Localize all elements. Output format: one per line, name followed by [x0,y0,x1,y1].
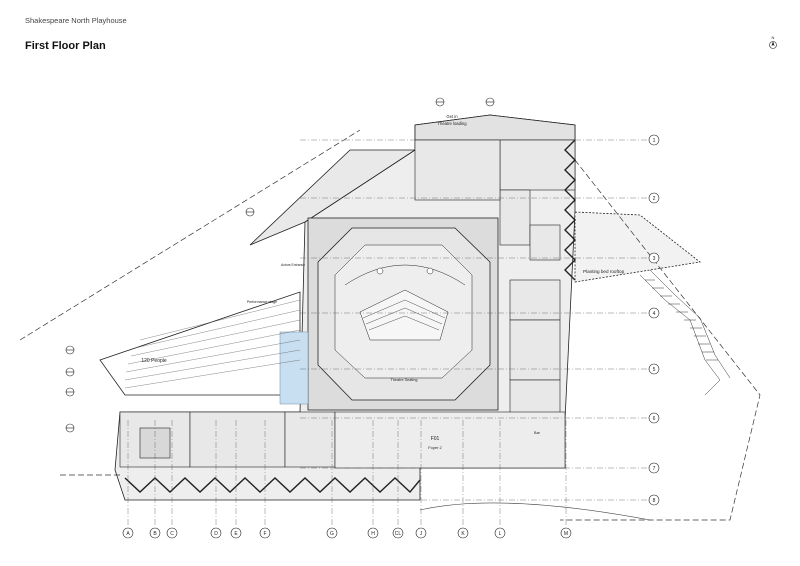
page-title: First Floor Plan [25,40,106,52]
grid-bubble-row-2: 2 [648,192,660,204]
grid-bubble-col-h: H [367,527,379,539]
grid-label-row: 1 [653,138,656,144]
external-stairs [639,269,731,396]
north-arrow-icon: N [769,35,777,49]
grid-label-col: M [564,531,568,537]
grid-bubble-col-cl: CL [392,527,404,539]
facade-zigzag-bottom [124,477,421,494]
grid-bubble-row-1: 1 [648,134,660,146]
grid-bubble-row-7: 7 [648,462,660,474]
grid-label-col: F [263,531,266,537]
grid-bubble-col-g: G [326,527,338,539]
glazed-area [279,331,309,405]
grid-label-row: 4 [653,311,656,317]
grid-label-col: L [499,531,502,537]
grid-bubble-col-f: F [259,527,271,539]
theatre-auditorium [307,217,499,411]
seating-rake [124,299,301,389]
grid-label-row: 3 [653,256,656,262]
grid-bubble-col-b: B [149,527,161,539]
label-foyer-name: Foyer 2 [428,445,442,450]
grid-label-row: 6 [653,416,656,422]
structural-grid [127,139,648,526]
grid-label-row: 7 [653,466,656,472]
grid-label-col: H [371,531,375,537]
label-seating-capacity: 120 People [141,358,167,364]
grid-label-col: G [330,531,334,537]
label-theatre-seating: Theatre Seating [390,378,417,382]
grid-label-col: A [126,531,130,537]
right-wing-rooms [414,139,576,416]
label-theatre-loading: Theatre loading [437,121,467,126]
label-foyer-code: F01 [431,436,440,442]
grid-bubble-col-d: D [210,527,222,539]
site-boundary [19,129,761,521]
grid-bubble-col-l: L [494,527,506,539]
grid-bubble-col-m: M [560,527,572,539]
grid-label-col: D [214,531,218,537]
grid-label-col: J [420,531,423,537]
stage-apron [359,289,449,341]
grid-bubble-col-e: E [230,527,242,539]
grid-label-col: B [153,531,157,537]
loading-dock [414,114,576,141]
label-get-in: Get in [446,114,458,119]
grid-bubble-row-3: 3 [648,252,660,264]
grid-label-col: CL [395,531,402,537]
north-label: N [772,35,775,40]
grid-label-row: 8 [653,498,656,504]
grid-bubble-col-j: J [415,527,427,539]
label-bar: Bar [534,431,541,435]
facade-zigzag-right [564,139,576,281]
grid-label-col: E [234,531,238,537]
grid-label-col: C [170,531,174,537]
label-actors-entrance: Actors Entrance [281,263,305,267]
grid-label-row: 5 [653,367,656,373]
grid-bubble-col-k: K [457,527,469,539]
grid-bubble-row-8: 8 [648,494,660,506]
lower-wing-rooms [119,411,566,469]
grid-bubble-col-c: C [166,527,178,539]
planting-bed-area [574,211,701,283]
grid-bubble-row-6: 6 [648,412,660,424]
label-performance-stage: Performance stage [247,300,277,304]
grid-bubble-row-4: 4 [648,307,660,319]
project-name: Shakespeare North Playhouse [25,16,127,25]
grid-label-col: K [461,531,465,537]
label-planting-bed: Planting bed rooftop [583,269,625,274]
grid-label-row: 2 [653,196,656,202]
grid-markers: A B C D E F G H CL J K L M 1 2 3 4 5 6 7 8 [65,97,660,539]
grid-bubble-row-5: 5 [648,363,660,375]
site-edge-curve [419,502,651,521]
grid-bubble-col-a: A [122,527,134,539]
